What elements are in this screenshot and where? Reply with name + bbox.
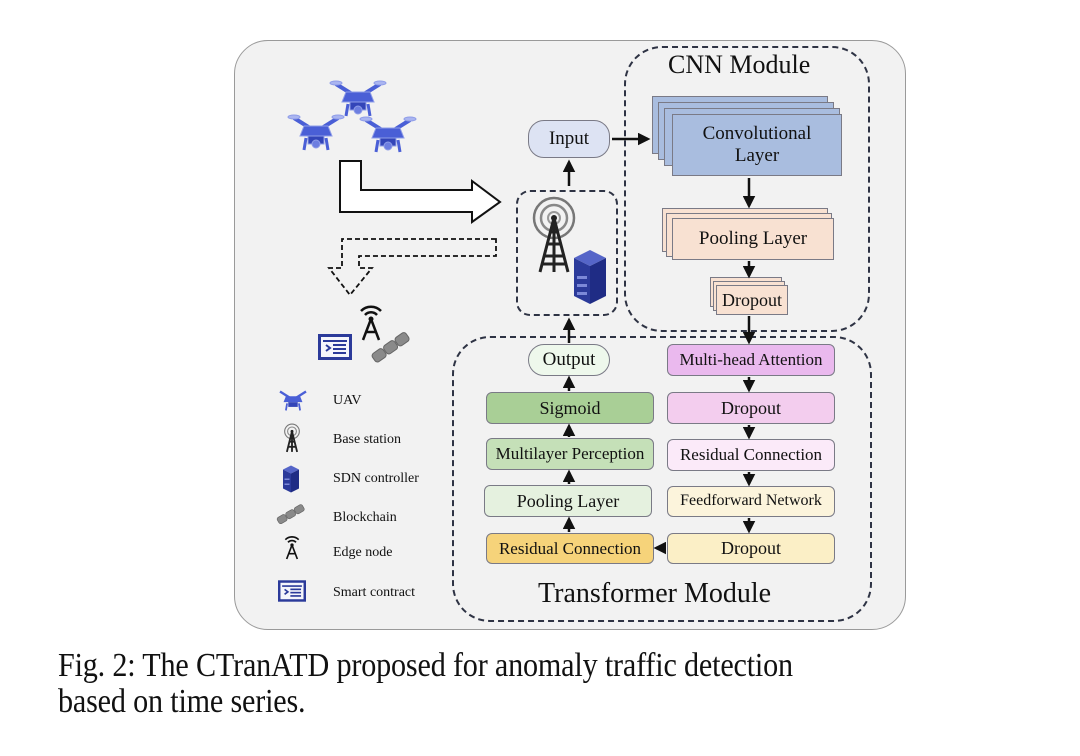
legend-uav-icon xyxy=(279,390,307,411)
figure-caption-line-2: based on time series. xyxy=(58,683,306,720)
legend-smart-contract-icon xyxy=(278,580,306,602)
figure-caption-line-1: Fig. 2: The CTranATD proposed for anomal… xyxy=(58,647,793,684)
input-node: Input xyxy=(528,120,610,158)
legend-label-blockchain: Blockchain xyxy=(333,510,397,525)
figure-caption: Fig. 2: The CTranATD proposed for anomal… xyxy=(58,648,940,720)
cnn-module-title: CNN Module xyxy=(668,50,811,79)
base-station-icon xyxy=(532,196,576,273)
convolutional-layer-label-1: Convolutional xyxy=(702,123,812,145)
legend-sdn-controller-icon xyxy=(283,465,299,493)
output-node: Output xyxy=(528,344,610,376)
blockchain-icon xyxy=(371,332,410,363)
residual-connection-output-block: Residual Connection xyxy=(486,533,654,564)
feedforward-network-block: Feedforward Network xyxy=(667,486,835,517)
uav-data-flow-arrow xyxy=(339,160,502,224)
edge-node-icon xyxy=(360,305,382,341)
residual-connection-block: Residual Connection xyxy=(667,439,835,471)
sdn-controller-icon xyxy=(574,250,606,304)
uav-icon xyxy=(359,116,417,153)
edge-gateway-group xyxy=(516,190,618,316)
legend-label-uav: UAV xyxy=(333,393,362,408)
legend-edge-node-icon xyxy=(284,536,300,560)
cnn-dropout: Dropout xyxy=(716,285,788,315)
cnn-pooling-layer: Pooling Layer xyxy=(672,218,834,260)
smart-contract-icon xyxy=(318,334,352,360)
legend-label-smart-contract: Smart contract xyxy=(333,585,416,600)
multilayer-perception-block: Multilayer Perception xyxy=(486,438,654,470)
transformer-module-title: Transformer Module xyxy=(538,578,772,609)
convolutional-layer-label-2: Layer xyxy=(734,145,780,166)
legend-label-base-station: Base station xyxy=(333,432,402,447)
ffn-dropout-block: Dropout xyxy=(667,533,835,564)
uav-icon xyxy=(287,114,345,151)
convolutional-layer: Convolutional Layer xyxy=(672,114,842,176)
multi-head-attention-block: Multi-head Attention xyxy=(667,344,835,376)
attention-dropout-block: Dropout xyxy=(667,392,835,424)
legend-blockchain-icon xyxy=(276,504,305,525)
legend-label-edge-node: Edge node xyxy=(333,545,393,560)
sigmoid-block: Sigmoid xyxy=(486,392,654,424)
transformer-module-container xyxy=(452,336,872,622)
cnn-module-container xyxy=(624,46,870,332)
uav-icon xyxy=(329,80,387,117)
legend-base-station-icon xyxy=(284,423,300,453)
edge-feedback-arrow xyxy=(327,238,497,297)
legend-label-sdn-controller: SDN controller xyxy=(333,471,419,486)
